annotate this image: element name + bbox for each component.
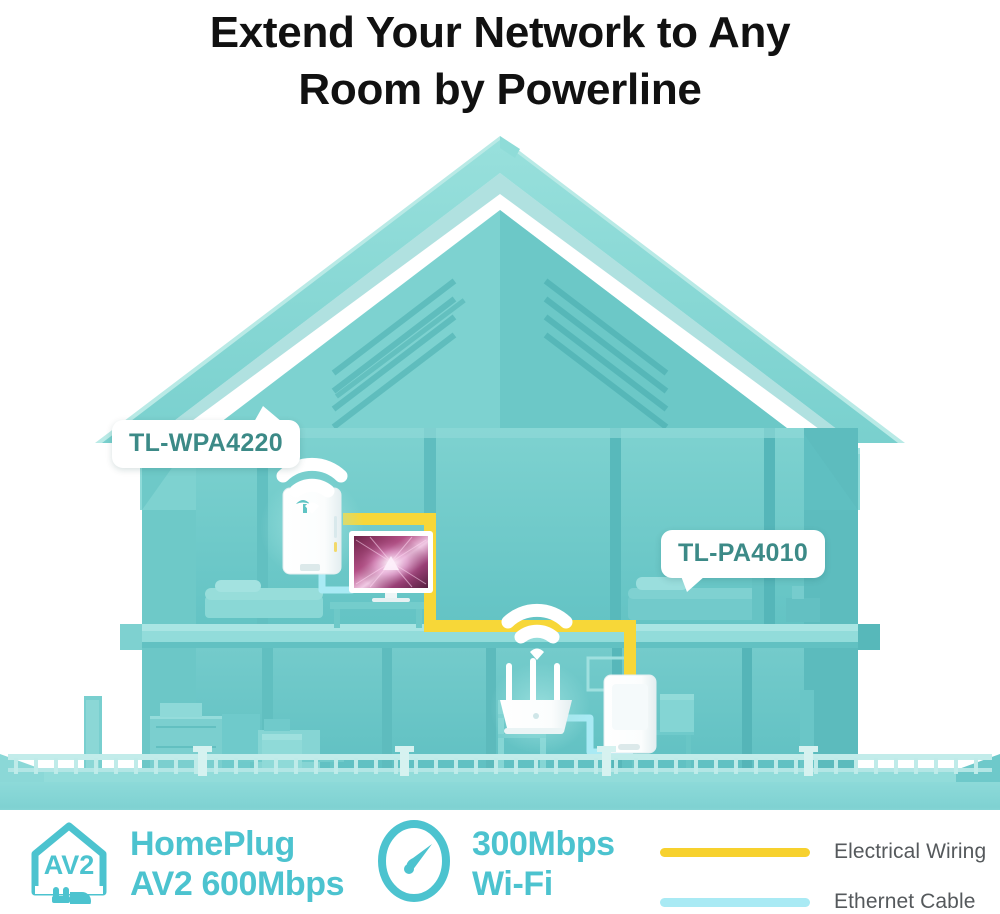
callout-tail-icon [681, 576, 705, 592]
callout-tl-wpa4220[interactable]: TL-WPA4220 [112, 406, 300, 468]
feature-wifi-speed-line-1: 300Mbps [472, 824, 615, 863]
callout-tl-pa4010[interactable]: TL-PA4010 [661, 530, 826, 592]
feature-homeplug-text: HomePlug AV2 600Mbps [130, 824, 345, 904]
home-plug-icon-text: AV2 [44, 850, 95, 880]
legend-item-ethernet-cable: Ethernet Cable [660, 890, 976, 914]
house-illustration [0, 118, 1000, 810]
feature-wifi-speed-text: 300Mbps Wi-Fi [472, 824, 615, 904]
device-tl-wpa4220 [260, 476, 364, 580]
speedometer-icon [374, 818, 454, 909]
gable-vents [331, 278, 669, 430]
callout-tail-icon [253, 406, 282, 422]
callout-tl-wpa4220-label: TL-WPA4220 [129, 429, 283, 457]
device-tl-pa4010 [603, 674, 657, 754]
page-title-line-1: Extend Your Network to Any [209, 8, 791, 57]
porch [0, 746, 1000, 810]
legend-swatch-ethernet-cable [660, 897, 810, 907]
feature-wifi-speed-line-2: Wi-Fi [472, 864, 553, 903]
page-title-line-2: Room by Powerline [298, 65, 702, 114]
upper-floor-furniture [205, 570, 820, 628]
legend-label-ethernet-cable: Ethernet Cable [834, 890, 976, 913]
porch-railing [8, 746, 992, 776]
page-title: Extend Your Network to Any Room by Power… [0, 4, 1000, 118]
legend-swatch-electrical-wiring [660, 847, 810, 857]
electrical-wiring-route [343, 513, 636, 680]
television [349, 531, 433, 602]
feature-wifi-speed: 300Mbps Wi-Fi [374, 818, 615, 909]
callout-tl-pa4010-label: TL-PA4010 [678, 539, 809, 567]
home-plug-icon: AV2 [26, 818, 112, 910]
legend-label-electrical-wiring: Electrical Wiring [834, 840, 987, 863]
feature-homeplug-line-1: HomePlug [130, 824, 295, 863]
feature-homeplug-line-2: AV2 600Mbps [130, 864, 345, 903]
house-roof [95, 136, 905, 455]
legend-item-electrical-wiring: Electrical Wiring [660, 840, 986, 864]
feature-homeplug: AV2 HomePlug AV2 600Mbps [26, 818, 345, 910]
wifi-signal-upper [276, 457, 348, 514]
gable-vent-left [334, 298, 466, 399]
wifi-signal-lower [501, 603, 573, 660]
feature-bar: AV2 HomePlug AV2 600Mbps 300Mbps [0, 812, 1000, 913]
wifi-router [490, 658, 590, 754]
